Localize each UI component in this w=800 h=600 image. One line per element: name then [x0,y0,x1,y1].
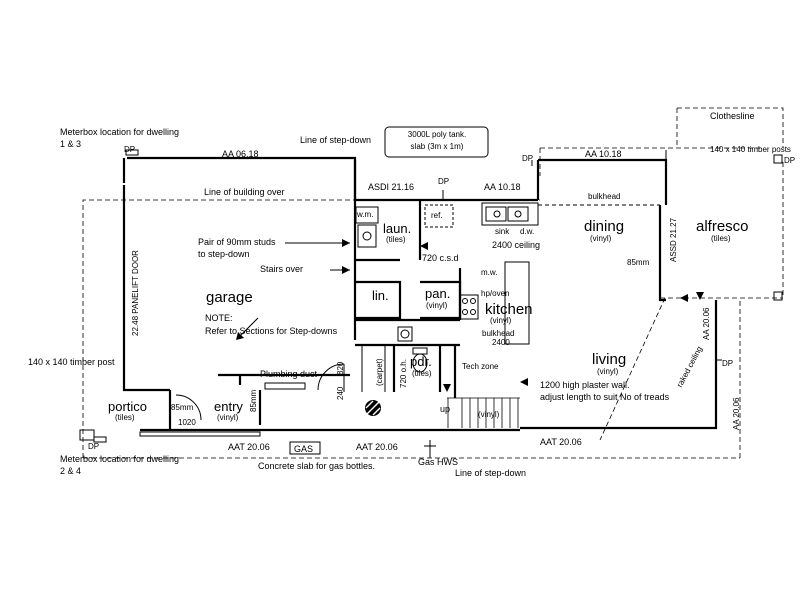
room-garage: garage [206,289,253,306]
arrows [236,239,704,392]
alfresco-floor: (tiles) [711,234,731,243]
room-dining: dining [584,218,625,235]
poly-tank-slab: slab (3m x 1m) [410,142,464,151]
dishwasher-label: d.w. [520,227,535,236]
dim-85mm-portico: 85mm [171,403,194,412]
line-of-building: Line of building over [204,187,285,197]
meterbox-note-13-units: 1 & 3 [60,139,82,149]
bulkhead-kitchen-height: 2400 [492,338,510,347]
dim-aat-2006-a: AAT 20.06 [228,442,270,452]
room-powder: pdr. [410,354,432,369]
step-down-line-bottom: Line of step-down [455,468,527,478]
dim-1020: 1020 [178,418,196,427]
dining-floor: (vinyl) [590,234,612,243]
fittings [79,149,783,458]
dp-marker-top-left: DP [124,145,136,154]
dim-aa-2006-a: AA 20.06 [702,307,711,340]
microwave-label: m.w. [481,268,498,277]
pair-studs-note-2: to step-down [198,249,250,259]
panelift-door-label: 22.48 PANELIFT DOOR [131,250,140,336]
note-body: Refer to Sections for Step-downs [205,326,338,336]
dim-240: 240 [336,386,345,400]
dim-85mm-entry: 85mm [249,389,258,412]
washing-machine: w.m. [357,210,374,219]
pair-studs-note: Pair of 90mm studs [198,237,276,247]
pantry-floor: (vinyl) [426,301,448,310]
dim-aat-2006-b: AAT 20.06 [356,442,398,452]
gas-hws-label: Gas HWS [418,457,459,467]
dim-asdi-2116: ASDI 21.16 [368,182,415,192]
dim-aa-1018-mid: AA 10.18 [484,182,521,192]
hws-720-label: 720 o.h. [399,359,408,388]
entry-floor: (vinyl) [217,413,239,422]
stair-floor: (vinyl) [478,410,500,419]
walls [122,156,718,432]
poly-tank-label: 3000L poly tank. [407,130,467,139]
dim-820: 820 [336,361,345,375]
laundry-floor: (tiles) [386,235,406,244]
timber-post-left: 140 x 140 timber post [28,357,115,367]
concrete-slab-note: Concrete slab for gas bottles. [258,461,376,471]
living-floor: (vinyl) [597,367,619,376]
stair-up-label: up [440,404,451,414]
sink-label: sink [495,227,510,236]
room-kitchen: kitchen [485,301,533,318]
clothesline-label: Clothesline [710,111,755,121]
plumbing-duct-label: Plumbing duct [260,369,318,379]
dim-aa-0618: AA 06.18 [222,149,259,159]
kitchen-floor: (vinyl) [490,316,512,325]
room-entry: entry [214,399,243,414]
meterbox-note-13: Meterbox location for dwelling [60,127,180,137]
portico-floor: (tiles) [115,413,135,422]
dim-aa-1018-right: AA 10.18 [585,149,622,159]
dp-marker-right: DP [784,156,796,165]
poly-tank [384,126,489,158]
dim-assd-2127: ASSD 21.27 [669,217,678,262]
ceiling-height: 2400 ceiling [492,240,541,250]
dp-marker-mid: DP [438,177,450,186]
note-title: NOTE: [205,313,233,323]
powder-floor: (tiles) [412,369,432,378]
room-linen: lin. [372,288,389,303]
timber-posts-right: 140 x 140 timber posts [710,145,791,154]
bulkhead-dining: bulkhead [588,192,621,201]
room-laundry: laun. [383,221,412,236]
gas-label: GAS [294,444,314,454]
stairs-over-note: Stairs over [260,264,304,274]
oven-label: hp/oven [481,289,510,298]
room-alfresco: alfresco [696,218,749,235]
meterbox-note-24-units: 2 & 4 [60,466,82,476]
tech-zone-label: Tech zone [462,362,499,371]
step-down-line-top: Line of step-down [300,135,372,145]
dp-marker-bottom-left: DP [88,442,100,451]
dim-aa-2006-b: AA 20.06 [732,397,741,430]
meterbox-note-24: Meterbox location for dwelling [60,454,180,464]
bulkhead-kitchen: bulkhead [482,329,515,338]
carpet-label: (carpet) [375,358,384,386]
plaster-wall-note-2: adjust length to suit No of treads [540,392,670,402]
dim-85mm-dining: 85mm [627,258,650,267]
room-pantry: pan. [425,286,451,301]
room-portico: portico [108,399,148,414]
dim-aat-2006-c: AAT 20.06 [540,437,582,447]
fridge-label: ref. [431,211,443,220]
dp-marker-living: DP [722,359,734,368]
dp-marker-dining: DP [522,154,534,163]
csd-note: 720 c.s.d [422,253,459,263]
plaster-wall-note: 1200 high plaster wall. [540,380,630,390]
room-living: living [592,351,627,368]
